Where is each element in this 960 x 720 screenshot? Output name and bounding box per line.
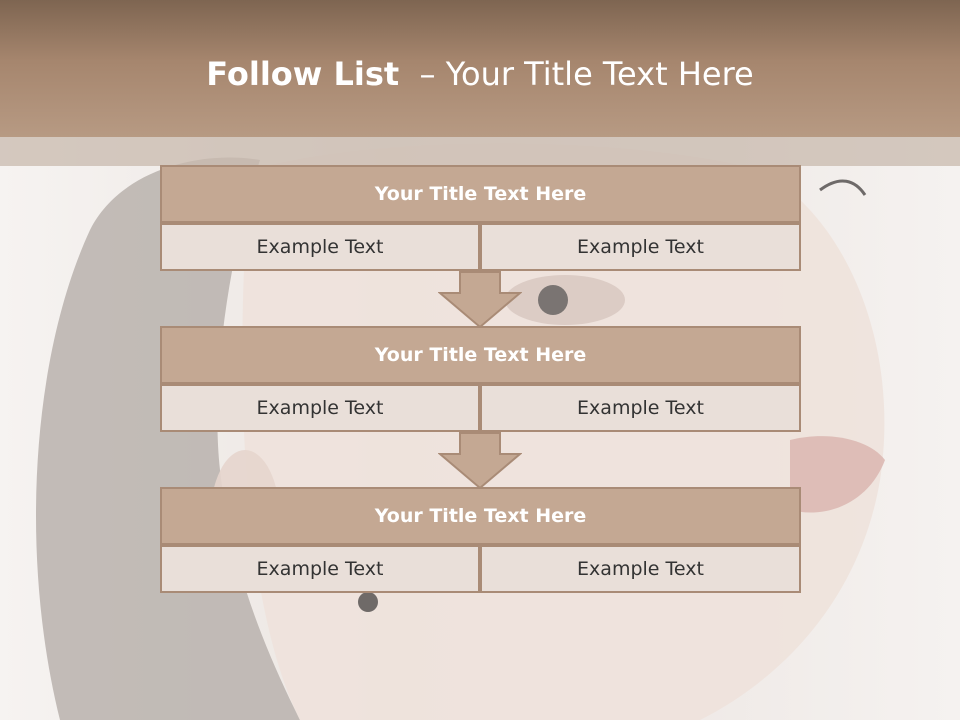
step-cell-right: Example Text — [480, 545, 801, 593]
title-underband — [0, 137, 960, 166]
step-block-2: Your Title Text Here Example Text Exampl… — [160, 326, 801, 432]
down-arrow-icon — [438, 271, 522, 329]
step-cell-left: Example Text — [160, 384, 480, 432]
step-cell-left: Example Text — [160, 223, 480, 271]
step-cell-right: Example Text — [480, 223, 801, 271]
down-arrow-icon — [438, 432, 522, 490]
step-block-1: Your Title Text Here Example Text Exampl… — [160, 165, 801, 271]
step-block-3: Your Title Text Here Example Text Exampl… — [160, 487, 801, 593]
slide-title: Follow List – Your Title Text Here — [0, 52, 960, 96]
title-bar — [0, 0, 960, 137]
slide-title-bold: Follow List — [206, 55, 400, 93]
slide-title-rest: – Your Title Text Here — [419, 55, 754, 93]
step-cell-left: Example Text — [160, 545, 480, 593]
step-title: Your Title Text Here — [160, 165, 801, 223]
step-title: Your Title Text Here — [160, 487, 801, 545]
step-cell-right: Example Text — [480, 384, 801, 432]
step-title: Your Title Text Here — [160, 326, 801, 384]
